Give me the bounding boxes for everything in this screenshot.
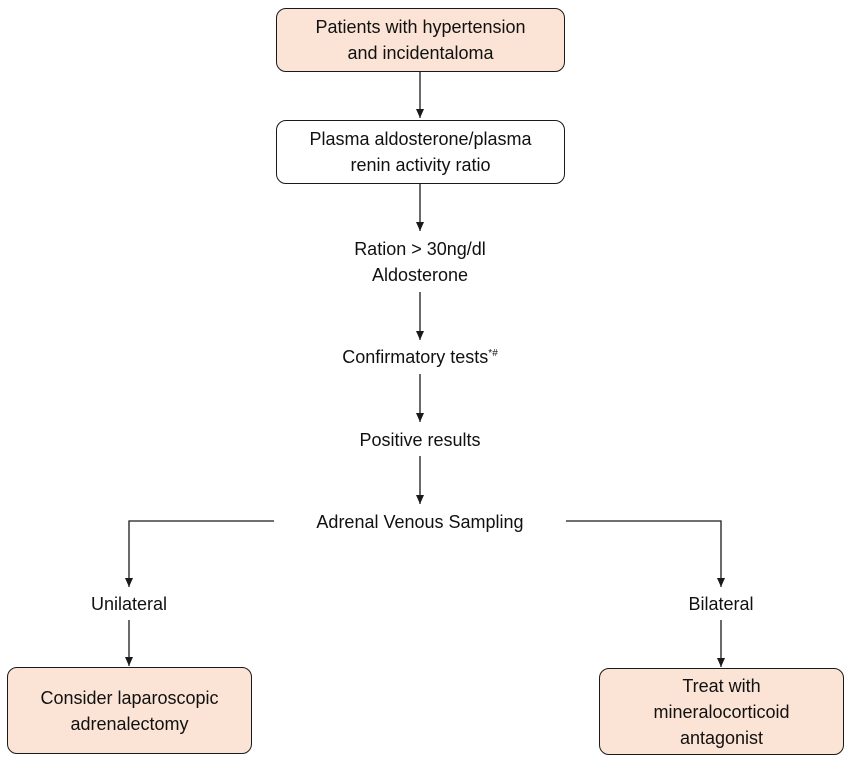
- start-node-line-1: Patients with hypertension: [315, 17, 526, 37]
- medical-line-1: Treat with: [682, 675, 761, 696]
- start-node-line-2: and incidentaloma: [347, 43, 494, 63]
- unilateral-text: Unilateral: [90, 594, 168, 614]
- bilateral-text: Bilateral: [688, 594, 754, 614]
- arrow-avs-to-unilateral: [125, 520, 274, 587]
- positive-results-label: Positive results: [300, 425, 540, 455]
- surgery-box: Consider laparoscopic adrenalectomy: [7, 667, 252, 754]
- surgery-line-1: Consider laparoscopic: [40, 687, 219, 708]
- bilateral-label: Bilateral: [661, 589, 781, 619]
- surgery-line-2: adrenalectomy: [70, 713, 189, 734]
- threshold-line-2: Aldosterone: [371, 265, 469, 285]
- medical-treatment-box: Treat with mineralocorticoid antagonist: [599, 668, 844, 755]
- adrenal-venous-sampling-text: Adrenal Venous Sampling: [316, 512, 524, 532]
- start-node-box: Patients with hypertension and incidenta…: [276, 8, 565, 72]
- adrenal-venous-sampling-label: Adrenal Venous Sampling: [280, 507, 560, 537]
- medical-line-3: antagonist: [679, 727, 764, 748]
- medical-line-2: mineralocorticoid: [653, 701, 790, 722]
- confirmatory-tests-label: Confirmatory tests*#: [300, 342, 540, 372]
- ratio-test-line-2: renin activity ratio: [350, 155, 491, 175]
- threshold-label: Ration > 30ng/dl Aldosterone: [300, 234, 540, 290]
- confirmatory-tests-superscript: *#: [488, 348, 498, 359]
- positive-results-text: Positive results: [359, 430, 481, 450]
- ratio-test-box: Plasma aldosterone/plasma renin activity…: [276, 120, 565, 184]
- threshold-line-1: Ration > 30ng/dl: [354, 239, 486, 259]
- ratio-test-line-1: Plasma aldosterone/plasma: [309, 129, 532, 149]
- unilateral-label: Unilateral: [69, 589, 189, 619]
- arrow-avs-to-bilateral: [566, 520, 725, 587]
- confirmatory-tests-text: Confirmatory tests: [342, 347, 489, 367]
